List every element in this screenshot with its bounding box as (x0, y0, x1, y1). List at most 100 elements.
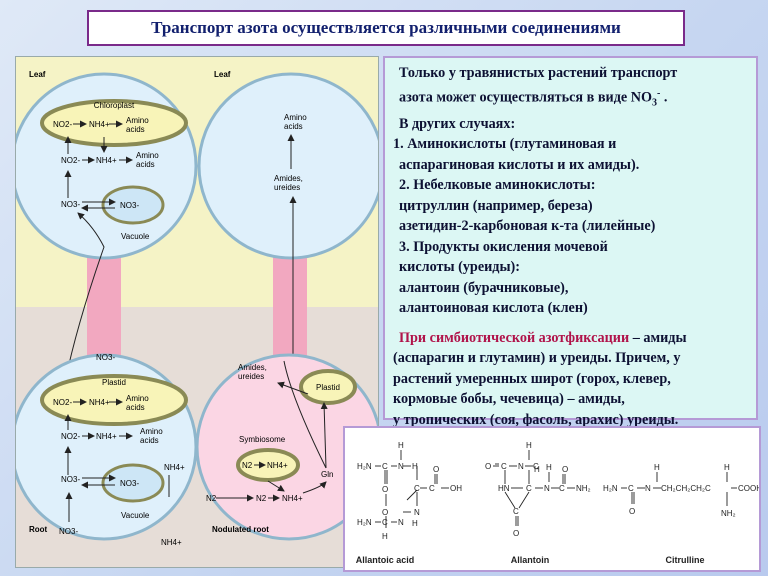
symbiosome (236, 448, 300, 482)
text-line-9: 3. Продукты окисления мочевой (399, 238, 608, 255)
text-line-11: алантоин (бурачниковые), (399, 279, 569, 296)
amino-root-1: Amino (140, 427, 163, 436)
n2-external: N2 (206, 494, 217, 503)
no3-vacuole-root: NO3- (120, 479, 139, 488)
text-line-6: 2. Небелковые аминокислоты: (399, 177, 596, 194)
leaf-cell-right (197, 72, 378, 260)
no3-vacuole-leaf: NO3- (120, 201, 139, 210)
svg-text:H₂N: H₂N (603, 484, 618, 493)
nh4-chloroplast: NH4+ (89, 120, 110, 129)
svg-text:HN: HN (498, 484, 510, 493)
vacuole-label-root: Vacuole (121, 511, 150, 520)
nodulated-root-label: Nodulated root (212, 525, 269, 534)
amino-right-2: acids (284, 122, 303, 131)
svg-text:O: O (485, 462, 491, 471)
plastid-label-nodule: Plastid (316, 383, 340, 392)
svg-text:C: C (382, 462, 388, 471)
no3-leaf: NO3- (61, 200, 80, 209)
svg-text:N: N (398, 462, 404, 471)
formula-name-citrulline: Citrulline (665, 555, 704, 565)
plastid-root (40, 374, 188, 426)
svg-text:H: H (412, 519, 418, 528)
svg-text:H: H (382, 532, 388, 541)
para2-line-3: растений умеренных широт (горох, клевер, (393, 370, 671, 387)
svg-text:OH: OH (450, 484, 462, 493)
vacuole-label-leaf: Vacuole (121, 232, 150, 241)
text-line-4: 1. Аминокислоты (глутаминовая и (393, 136, 617, 153)
text-line-1: Только у травянистых растений транспорт (399, 65, 678, 81)
n2-internal: N2 (256, 494, 267, 503)
svg-text:O: O (562, 465, 568, 474)
svg-text:H: H (546, 463, 552, 472)
formula-name-allantoic-acid: Allantoic acid (356, 555, 415, 565)
no2-root: NO2- (61, 432, 80, 441)
amino-root-2: acids (140, 436, 159, 445)
svg-text:N: N (414, 508, 420, 517)
text-line-12: алантоиновая кислота (клен) (399, 300, 588, 317)
svg-text:H: H (534, 465, 540, 474)
svg-text:C: C (501, 462, 507, 471)
svg-text:CH₂CH₂CH₂C: CH₂CH₂CH₂C (661, 484, 711, 493)
svg-text:C: C (414, 484, 420, 493)
svg-text:O: O (629, 507, 635, 516)
amides-right-2: ureides (274, 183, 300, 192)
amino-leaf-2: acids (136, 160, 155, 169)
nitrogen-transport-diagram: Chloroplast NO2- NH4+ Amino acids NO2- N… (15, 56, 379, 568)
svg-text:O: O (433, 465, 439, 474)
svg-text:C: C (533, 462, 539, 471)
gln-label: Gln (321, 470, 333, 479)
n2-symbiosome: N2 (242, 461, 253, 470)
no3-root-external: NO3- (59, 527, 78, 536)
svg-text:O: O (513, 529, 519, 538)
svg-text:H: H (398, 441, 404, 450)
nh4-root-external-1: NH4+ (164, 463, 185, 472)
para2-line-1: При симбиотической азотфиксации – амиды (399, 329, 687, 346)
info-text-box: Только у травянистых растений транспорт … (383, 56, 758, 428)
svg-text:H: H (654, 463, 660, 472)
svg-text:H: H (412, 462, 418, 471)
nh4-symbiosome: NH4+ (267, 461, 288, 470)
svg-text:N: N (518, 462, 524, 471)
text-line-7: цитруллин (например, береза) (399, 197, 593, 214)
text-line-5: аспарагиновая кислоты и их амиды). (399, 156, 640, 173)
svg-text:H: H (724, 463, 730, 472)
svg-text:NH₂: NH₂ (576, 484, 591, 493)
no2-plastid: NO2- (53, 398, 72, 407)
svg-text:H₂N: H₂N (357, 462, 372, 471)
svg-text:C: C (526, 484, 532, 493)
text-line-2: азота может осуществляться в виде NO3- . (399, 87, 668, 109)
amides-root-2: ureides (238, 372, 264, 381)
svg-text:N: N (645, 484, 651, 493)
svg-text:N: N (544, 484, 550, 493)
amino-leaf-1: Amino (136, 151, 159, 160)
slide-title: Транспорт азота осуществляется различным… (87, 10, 685, 46)
chloroplast-label: Chloroplast (94, 101, 135, 110)
symbiosome-label: Symbiosome (239, 435, 286, 444)
amides-right-1: Amides, (274, 174, 303, 183)
nh4-nodule: NH4+ (282, 494, 303, 503)
svg-text:C: C (429, 484, 435, 493)
svg-text:H₂N: H₂N (357, 518, 372, 527)
formula-name-allantoin: Allantoin (511, 555, 550, 565)
amino-plastid-2: acids (126, 403, 145, 412)
root-label: Root (29, 525, 48, 534)
chloroplast (40, 99, 188, 147)
right-stem (273, 255, 307, 363)
leaf-label-left: Leaf (29, 70, 46, 79)
svg-text:H: H (526, 441, 532, 450)
svg-text:O: O (382, 508, 388, 517)
svg-text:C: C (559, 484, 565, 493)
no2-leaf: NO2- (61, 156, 80, 165)
no2-chloroplast: NO2- (53, 120, 72, 129)
amino-chloroplast-1: Amino (126, 116, 149, 125)
amino-right-1: Amino (284, 113, 307, 122)
no3-root-top: NO3- (96, 353, 115, 362)
nh4-root: NH4+ (96, 432, 117, 441)
amino-chloroplast-2: acids (126, 125, 145, 134)
text-line-3: В других случаях: (399, 115, 516, 132)
text-line-10: кислоты (уреиды): (399, 259, 520, 276)
symbiotic-accent: При симбиотической азотфиксации (399, 329, 630, 346)
para2-line-4: кормовые бобы, чечевица) – амиды, (393, 391, 625, 408)
